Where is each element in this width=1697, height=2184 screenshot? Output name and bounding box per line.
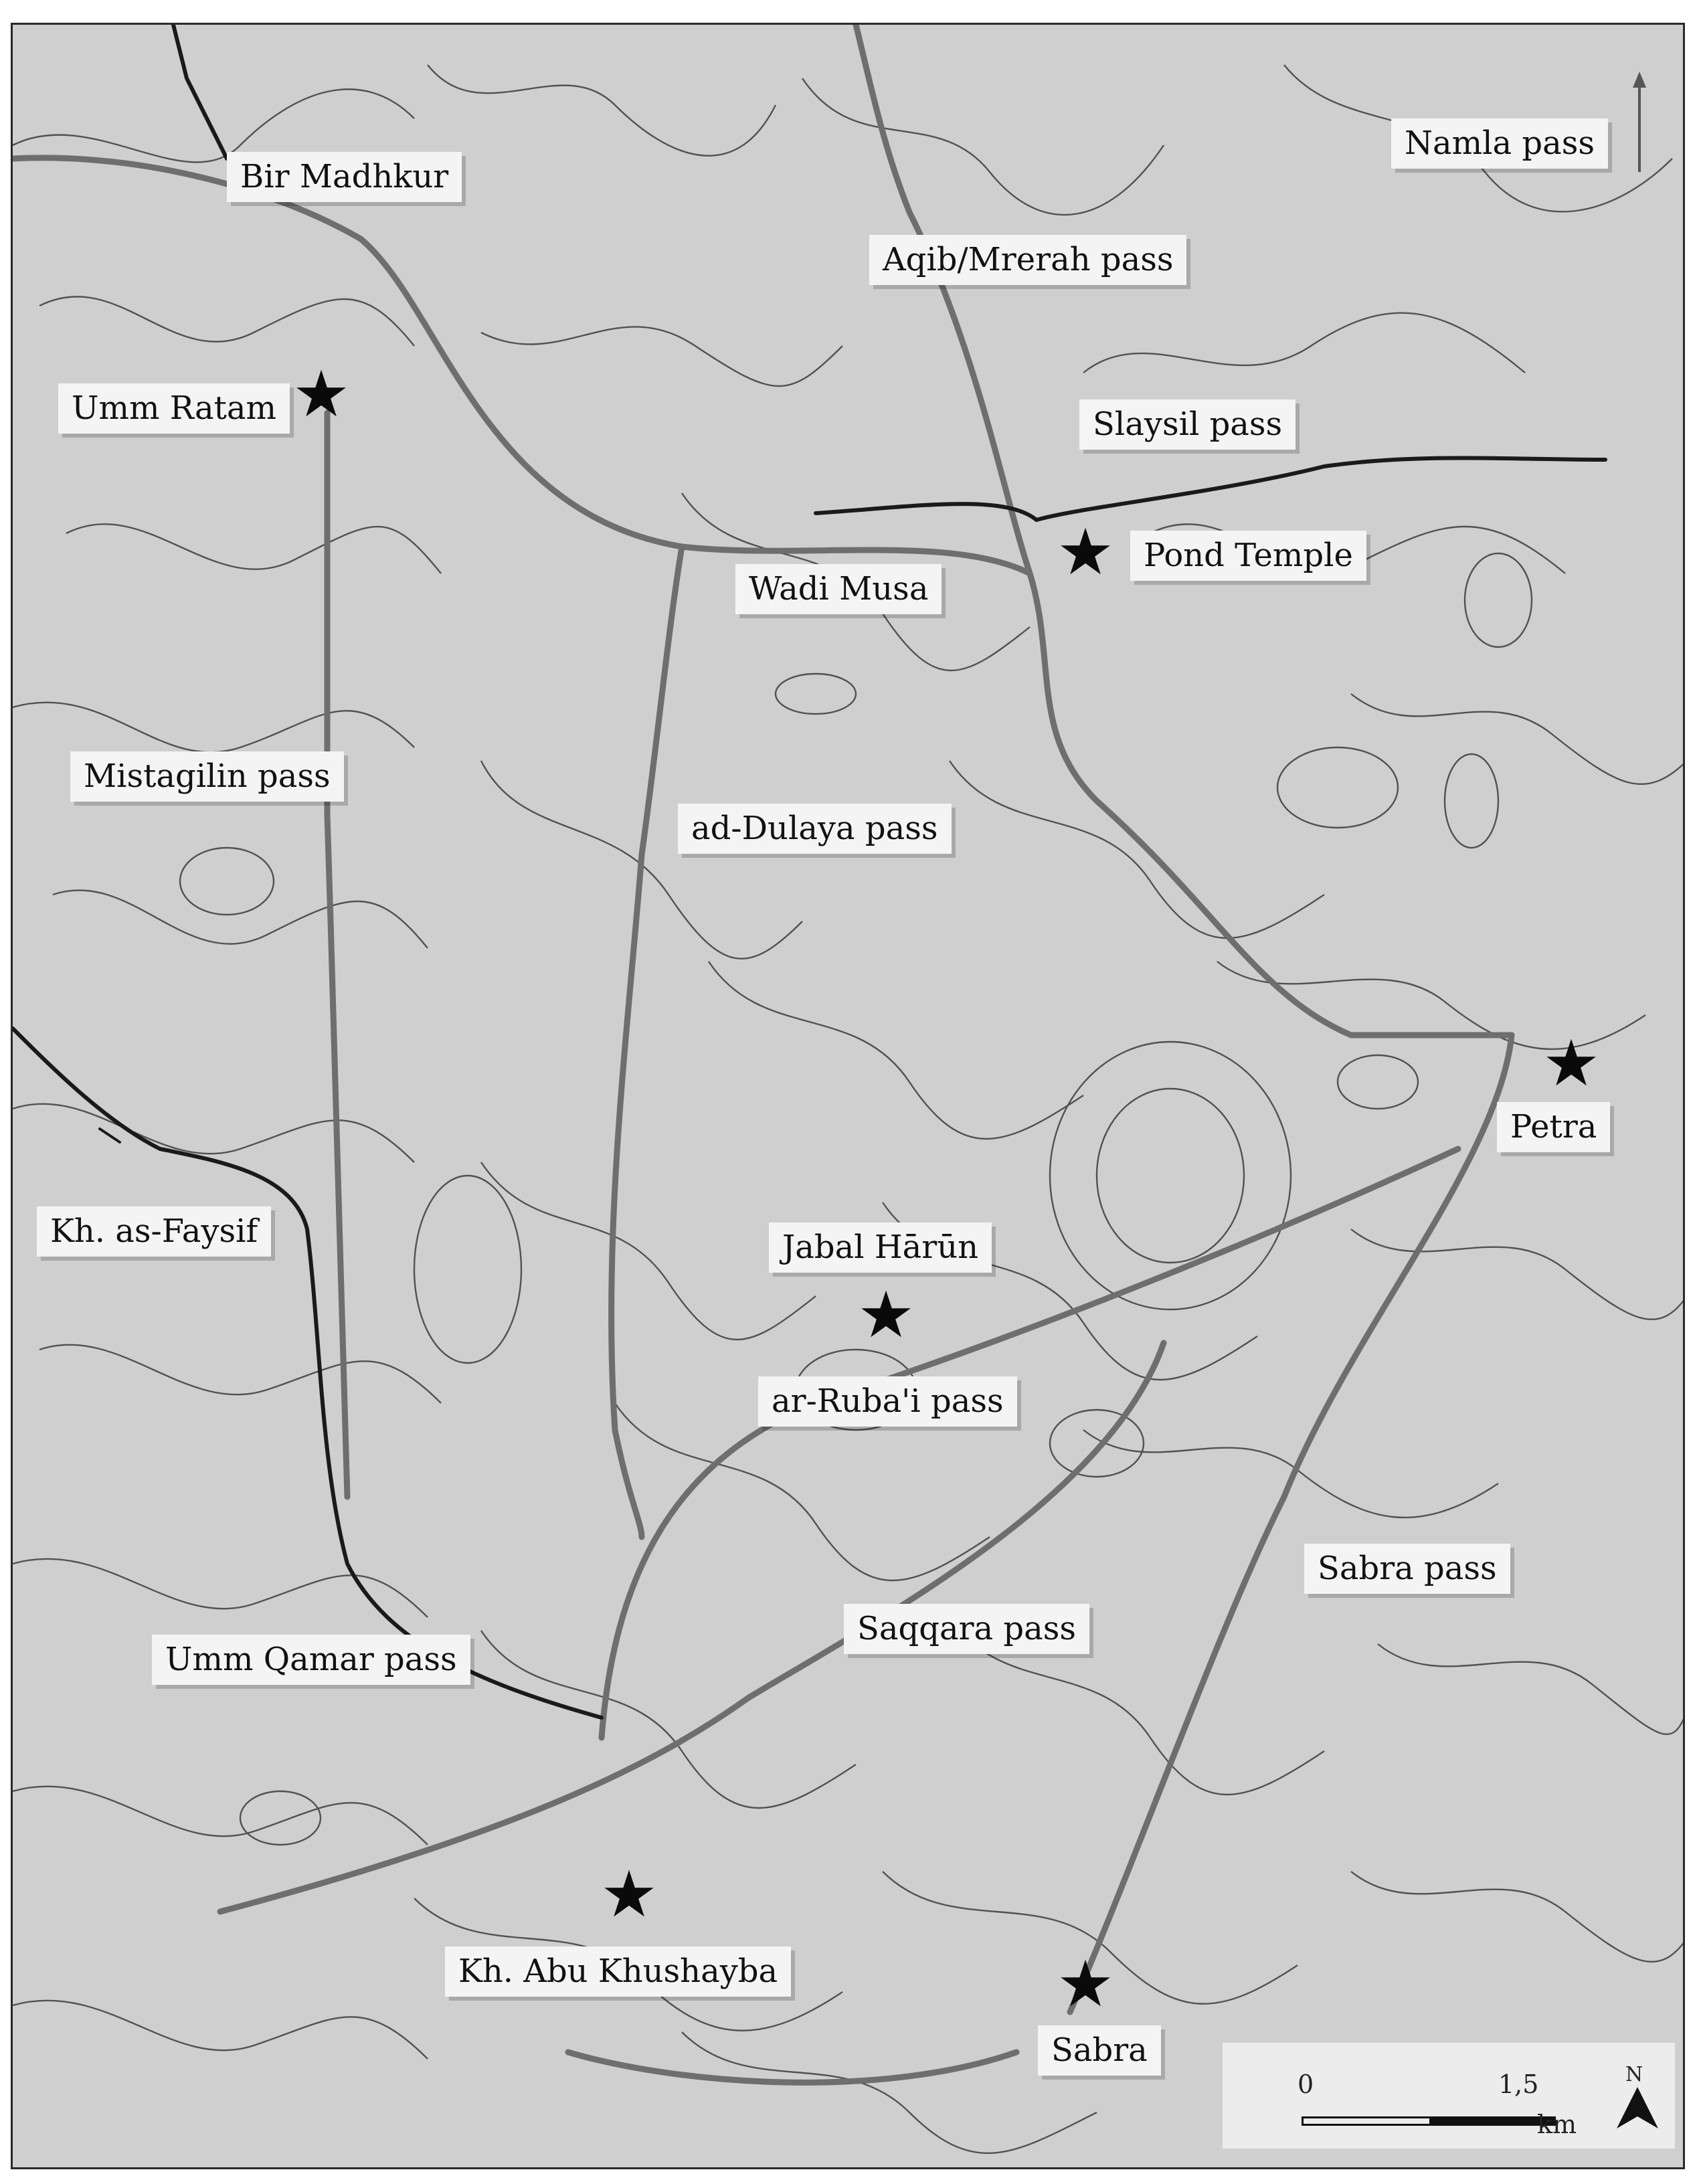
label-jabal-harun: Jabal Hārūn	[769, 1222, 992, 1273]
label-kh-abu-khushayba: Kh. Abu Khushayba	[445, 1946, 792, 1997]
scale-bar-panel: 0 1,5 km N	[1223, 2043, 1675, 2149]
label-ar-rubai-pass: ar-Ruba'i pass	[758, 1376, 1017, 1427]
star-icon: ★	[600, 1857, 658, 1932]
label-petra: Petra	[1497, 1102, 1611, 1153]
label-kh-as-faysif: Kh. as-Faysif	[37, 1206, 272, 1257]
label-sabra-pass: Sabra pass	[1304, 1544, 1510, 1595]
north-arrow-icon	[1617, 2087, 1658, 2128]
star-icon: ★	[1057, 1946, 1115, 2021]
label-slaysil-pass: Slaysil pass	[1079, 399, 1296, 450]
north-label: N	[1625, 2063, 1643, 2086]
label-namla-pass: Namla pass	[1391, 118, 1608, 169]
label-saqqara-pass: Saqqara pass	[844, 1604, 1089, 1655]
scale-end-label: 1,5	[1498, 2070, 1539, 2099]
star-icon: ★	[1542, 1026, 1601, 1101]
label-pond-temple: Pond Temple	[1130, 531, 1366, 581]
map-frame: Bir Madhkur Namla pass Aqib/Mrerah pass …	[11, 23, 1685, 2169]
star-icon: ★	[1057, 515, 1115, 589]
north-arrow-icon	[1633, 72, 1646, 172]
terrain-map	[13, 25, 1683, 2167]
scale-unit-label: km	[1537, 2110, 1577, 2139]
scale-start-label: 0	[1298, 2070, 1314, 2099]
star-icon: ★	[857, 1277, 915, 1352]
label-umm-ratam: Umm Ratam	[58, 383, 290, 434]
scale-bar	[1302, 2116, 1556, 2126]
contour-lines	[13, 64, 1683, 2155]
label-mistagilin-pass: Mistagilin pass	[70, 751, 344, 802]
label-sabra: Sabra	[1038, 2025, 1161, 2076]
star-icon: ★	[292, 357, 351, 432]
label-bir-madhkur: Bir Madhkur	[227, 152, 462, 203]
label-wadi-musa: Wadi Musa	[735, 564, 942, 615]
label-aqib-mrerah-pass: Aqib/Mrerah pass	[869, 235, 1187, 286]
label-ad-dulaya-pass: ad-Dulaya pass	[678, 804, 952, 854]
label-umm-qamar-pass: Umm Qamar pass	[152, 1635, 470, 1686]
